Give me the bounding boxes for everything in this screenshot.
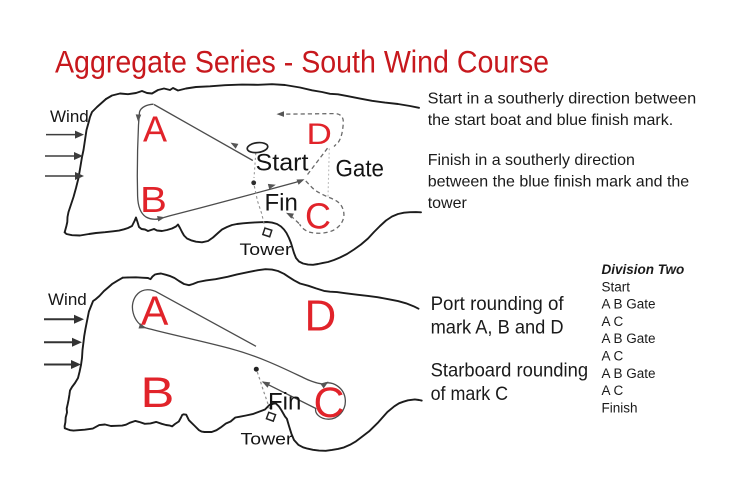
- svg-text:A B Gate: A B Gate: [602, 331, 656, 346]
- svg-text:Aggregate Series - South Wind: Aggregate Series - South Wind Course: [55, 44, 549, 80]
- svg-text:A C: A C: [602, 349, 624, 364]
- svg-text:B: B: [141, 367, 175, 415]
- svg-text:between the blue finish mark a: between the blue finish mark and the: [428, 173, 690, 190]
- svg-text:Start in a southerly direction: Start in a southerly direction between: [428, 90, 697, 107]
- svg-text:Finish: Finish: [602, 400, 638, 415]
- svg-text:A B Gate: A B Gate: [602, 366, 656, 381]
- svg-text:A: A: [143, 109, 167, 150]
- svg-text:Wind: Wind: [50, 107, 89, 126]
- svg-text:A B Gate: A B Gate: [602, 297, 656, 312]
- svg-text:Tower: Tower: [241, 430, 293, 449]
- svg-text:Tower: Tower: [240, 240, 292, 259]
- svg-text:the start boat and blue finish: the start boat and blue finish mark.: [428, 112, 673, 129]
- svg-text:Start: Start: [602, 279, 631, 294]
- svg-text:Fin: Fin: [265, 190, 298, 217]
- svg-text:Start: Start: [256, 150, 309, 177]
- svg-text:D: D: [307, 117, 332, 151]
- svg-text:D: D: [305, 292, 337, 341]
- svg-text:Division Two: Division Two: [602, 262, 685, 277]
- svg-text:A C: A C: [602, 314, 624, 329]
- svg-text:C: C: [314, 379, 345, 427]
- svg-text:Starboard rounding: Starboard rounding: [431, 360, 588, 382]
- svg-text:mark A, B and D: mark A, B and D: [431, 316, 564, 338]
- svg-text:Finish in a southerly directio: Finish in a southerly direction: [428, 152, 635, 169]
- svg-text:Fin: Fin: [268, 389, 301, 416]
- svg-text:Port rounding of: Port rounding of: [431, 293, 565, 315]
- svg-text:Wind: Wind: [48, 290, 87, 309]
- svg-text:tower: tower: [428, 195, 468, 212]
- svg-text:B: B: [140, 180, 167, 221]
- svg-text:A: A: [141, 288, 169, 334]
- svg-text:A C: A C: [602, 383, 624, 398]
- svg-text:C: C: [305, 196, 331, 237]
- svg-text:Gate: Gate: [336, 156, 385, 183]
- svg-text:of mark C: of mark C: [431, 383, 509, 405]
